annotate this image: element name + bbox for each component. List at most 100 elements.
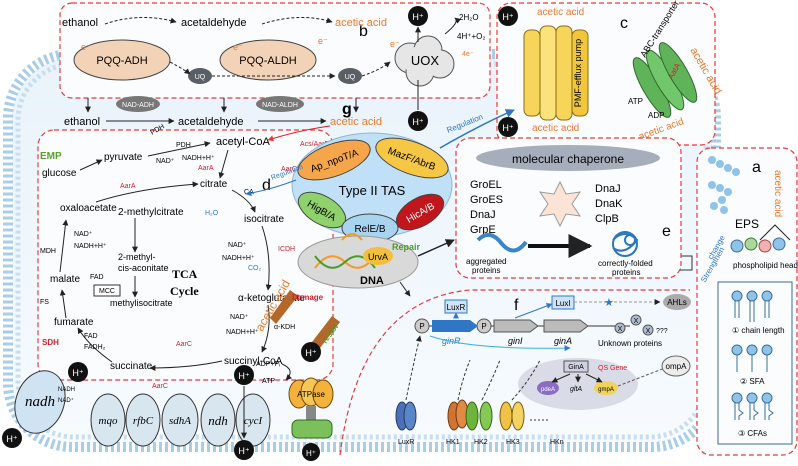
atpase-complex (288, 377, 334, 439)
lipid-cfas (731, 392, 774, 420)
receptor-signal-3 (481, 359, 501, 401)
tca-label: TCA (172, 267, 198, 281)
d-ethanol: ethanol (64, 116, 100, 128)
d-acetaldehyde: acetaldehyde (178, 116, 243, 128)
methylcitrate: 2-methylcitrate (118, 207, 184, 218)
methyl-aconitate-line1: 2-methyl- (118, 252, 156, 262)
hplus-cyci-top: H⁺ (234, 365, 254, 385)
receptor-hkn-label: HKn (550, 439, 564, 446)
urva-blob (363, 247, 393, 265)
fad-label: FAD (84, 333, 98, 340)
b-arrow-ethanol (104, 16, 177, 25)
nadh-text: NADH (58, 387, 75, 393)
isocitrate: isocitrate (244, 214, 284, 225)
damage-arrow (270, 290, 298, 324)
lipid-box (717, 281, 793, 445)
acetyl-coa: acetyl-CoA (216, 136, 270, 148)
glta-label: gltA (570, 386, 582, 393)
luxr-regulation-arrow (429, 335, 571, 352)
b-e-arrow-3 (361, 61, 391, 77)
ahls-label: AHLs (667, 298, 687, 307)
sdh-label: SDH (42, 338, 59, 347)
pump-label: PMF-efflux pump (573, 39, 583, 107)
folded-protein-icon (612, 231, 639, 257)
svg-text:rfbC: rfbC (133, 415, 154, 427)
ginr-label: ginR (442, 336, 461, 346)
svg-text:HK3: HK3 (506, 439, 520, 446)
a-chevron (759, 224, 791, 241)
pdea-node: pdeA (537, 381, 559, 395)
eps-beads (708, 156, 740, 214)
nad-aldh-enzyme (256, 96, 304, 112)
succinylcoa-succinate-arrow (149, 360, 223, 371)
akg-succinyl-arrow (261, 304, 270, 353)
hplus-cyci-bottom: H⁺ (234, 440, 254, 460)
aggregated-line1: aggregated (466, 257, 506, 266)
dna-to-qs-arrow (399, 281, 411, 297)
svg-text:H⁺: H⁺ (72, 368, 83, 378)
akg: α-ketoglutarate (238, 293, 305, 304)
ompa-label: ompA (666, 362, 688, 371)
gina-pdea-arrow (551, 373, 571, 383)
electron-1: e⁻ (81, 42, 91, 52)
membrane-protein-cyci: cycI (235, 393, 271, 447)
aara-mid: AarA (120, 183, 136, 190)
c-acetic-acid-top: acetic acid (537, 7, 584, 18)
svg-text:H⁺: H⁺ (502, 12, 513, 22)
isocitrate-akg-arrow (261, 225, 272, 291)
methyl-aconitate-line2: cis-aconitate (118, 263, 169, 273)
chaperone-banner (476, 145, 660, 171)
ahls-blob (663, 294, 691, 310)
svg-text:HK2: HK2 (474, 439, 488, 446)
gmpa-node: gmpA (594, 381, 618, 395)
svg-text:sdhA: sdhA (169, 415, 191, 427)
gini-label: ginI (508, 336, 523, 346)
membrane-protein-ndh: ndh (200, 393, 236, 447)
svg-text:DnaJ: DnaJ (470, 209, 496, 221)
d-water: H₂O (205, 210, 219, 217)
uq-2 (338, 68, 362, 84)
co2-label: CO₂ (248, 265, 262, 272)
receptor-signal-1 (405, 335, 422, 401)
regulation-left-arrow (245, 179, 297, 197)
unknown-qmarks: ??? (656, 328, 668, 335)
aara-top: AarA (198, 165, 214, 172)
gina-ellipse (518, 358, 638, 410)
hplus-nadh-bottom: H⁺ (2, 428, 22, 448)
mcc-label: MCC (99, 288, 115, 295)
fad2-label: FAD (90, 274, 104, 281)
svg-text:RelE/B: RelE/B (354, 224, 385, 235)
resist-arrow (312, 316, 340, 348)
receptor-signal-2 (457, 359, 471, 401)
svg-text:HK1: HK1 (446, 439, 460, 446)
pyruvate-arrow (147, 141, 211, 157)
svg-text:GroEL: GroEL (470, 179, 502, 191)
svg-text:GroES: GroES (470, 194, 503, 206)
oxaloacetate: oxaloacetate (60, 203, 117, 214)
pdh-2: PDH (176, 142, 191, 149)
uox-water-arrow (444, 17, 462, 35)
panel-a-label: a (752, 159, 761, 176)
acs-aarb-label: Acs/AarB (300, 141, 330, 148)
svg-text:cycI: cycI (244, 415, 264, 427)
hplus-atpase-top: H⁺ (301, 342, 321, 362)
svg-text:X: X (618, 326, 623, 333)
succinate-fumarate-arrow (77, 327, 113, 363)
gmpa-ompa-link (617, 367, 666, 387)
receptor-hk3 (499, 401, 525, 431)
receptor-luxr (395, 401, 417, 431)
four-e-label: 4e⁻ (462, 51, 474, 58)
atpase-atp-label: ATP (262, 378, 275, 385)
folded-line2: proteins (612, 268, 640, 277)
glucose: glucose (42, 168, 77, 179)
aarc-bottom: AarC (152, 383, 168, 390)
aarc-top: AarC (281, 166, 297, 173)
b-acetaldehyde: acetaldehyde (181, 17, 246, 29)
gina-box-label: GinA (568, 364, 584, 371)
pyruvate: pyruvate (104, 152, 143, 163)
pqq-aldh-enzyme (219, 39, 317, 81)
svg-text:pdeA: pdeA (541, 387, 555, 393)
damage-label: Damage (292, 293, 324, 302)
